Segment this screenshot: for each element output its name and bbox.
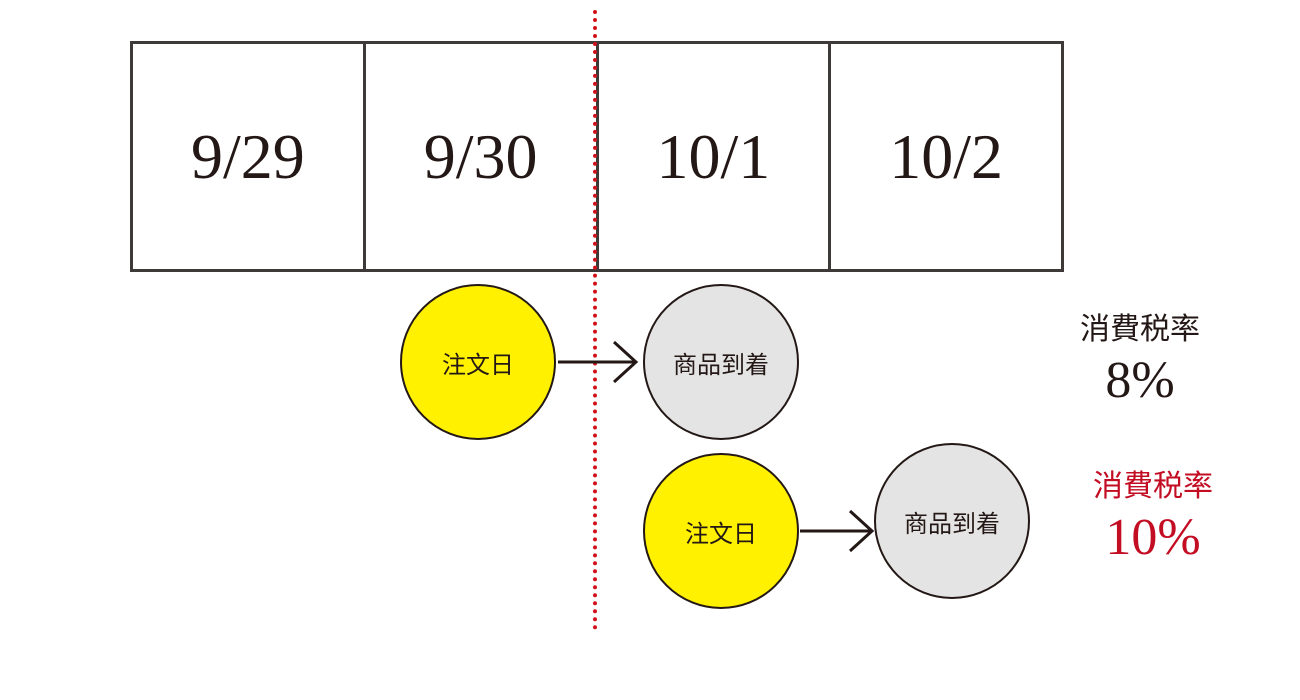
order-date-circle: 注文日 <box>400 284 556 440</box>
date-timeline: 9/29 9/30 10/1 10/2 <box>130 41 1064 272</box>
tax-change-divider <box>593 10 597 630</box>
tax-rate-10: 消費税率 10% <box>1073 472 1233 564</box>
date-cell: 9/30 <box>362 44 596 269</box>
tax-rate-value: 8% <box>1105 352 1175 409</box>
order-date-label: 注文日 <box>442 350 514 379</box>
tax-rate-8: 消費税率 8% <box>1060 315 1220 407</box>
order-date-label: 注文日 <box>685 519 757 548</box>
tax-rate-value: 10% <box>1105 509 1201 566</box>
date-cell: 9/29 <box>190 120 305 192</box>
arrow-right-icon <box>558 340 639 384</box>
arrival-circle: 商品到着 <box>874 443 1030 599</box>
date-cell: 10/2 <box>828 44 1061 269</box>
arrival-label: 商品到着 <box>904 509 1000 538</box>
tax-rate-label: 消費税率 <box>1080 312 1200 347</box>
order-date-circle: 注文日 <box>643 453 799 609</box>
arrow-right-icon <box>800 509 875 553</box>
arrival-circle: 商品到着 <box>643 284 799 440</box>
tax-rate-label: 消費税率 <box>1093 469 1213 504</box>
date-cell: 10/1 <box>595 44 829 269</box>
arrival-label: 商品到着 <box>673 350 769 379</box>
